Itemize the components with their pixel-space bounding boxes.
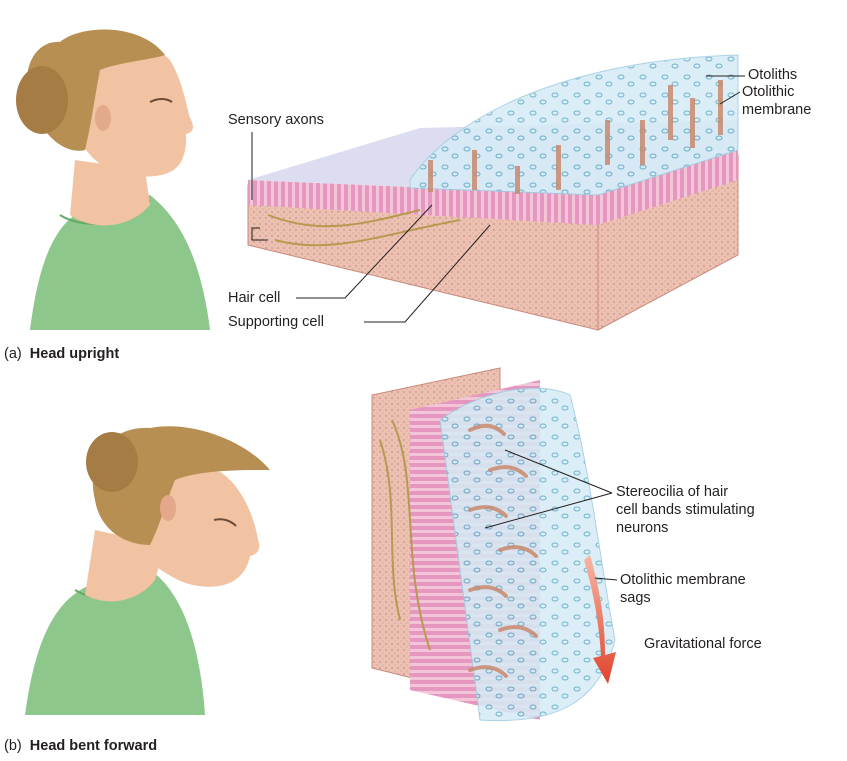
leader-hair-cell [296, 204, 433, 299]
otolithic-membrane-b [439, 387, 616, 722]
leader-otolithic-membrane [719, 91, 741, 105]
leader-stereocilia-1 [504, 449, 613, 494]
caption-head-bent: (b) Head bent forward [4, 738, 157, 754]
stereocilia-a [428, 80, 723, 194]
otolithic-membrane-a [409, 54, 739, 196]
leader-stereocilia-2 [484, 492, 613, 529]
leader-membrane-sags [594, 577, 618, 581]
ear-b [160, 495, 176, 521]
ear-a [95, 105, 111, 131]
neck-a [70, 160, 150, 226]
woman-head-upright [16, 29, 210, 330]
caption-title-a: Head upright [29, 346, 120, 362]
label-supporting-cell: Supporting cell [228, 314, 324, 330]
label-membrane-sags-line1: Otolithic membrane [620, 572, 746, 588]
leaders-b [484, 449, 618, 581]
label-sensory-axons: Sensory axons [228, 112, 324, 128]
label-otoliths: Otoliths [748, 67, 798, 83]
label-stereocilia-line1: Stereocilia of hair [616, 484, 729, 500]
label-otolithic-line1: Otolithic [742, 84, 795, 100]
caption-title-b: Head bent forward [29, 738, 158, 754]
eye-b [213, 518, 237, 527]
label-gravitational-force: Gravitational force [644, 636, 762, 652]
label-membrane-sags-line2: sags [620, 590, 651, 606]
shirt-b [25, 570, 205, 715]
utricle-block-bent [371, 367, 616, 722]
shirt-a [30, 195, 210, 330]
stereocilia-b [468, 423, 538, 678]
leaders-a [251, 75, 745, 323]
hair-bun-a [16, 66, 68, 134]
hair-bun-b [86, 432, 138, 492]
woman-head-bent [25, 426, 270, 715]
hair-cell-layer-side-a [598, 150, 738, 225]
gravitational-force-arrow [584, 555, 616, 684]
caption-letter-a: (a) [4, 346, 22, 362]
nerve-fibers-b [379, 419, 431, 651]
label-hair-cell: Hair cell [228, 290, 281, 306]
eye-a [149, 98, 173, 103]
label-stereocilia-line2: cell bands stimulating [616, 502, 755, 518]
caption-head-upright: (a) Head upright [4, 346, 119, 362]
label-otolithic-line2: membrane [742, 102, 812, 118]
leader-supporting-cell [364, 224, 491, 323]
bracket-sensory-axons [251, 227, 268, 241]
caption-letter-b: (b) [4, 738, 22, 754]
nerve-fibers-a [267, 209, 461, 247]
utricle-block-upright [247, 54, 739, 331]
label-stereocilia-line3: neurons [616, 520, 669, 536]
